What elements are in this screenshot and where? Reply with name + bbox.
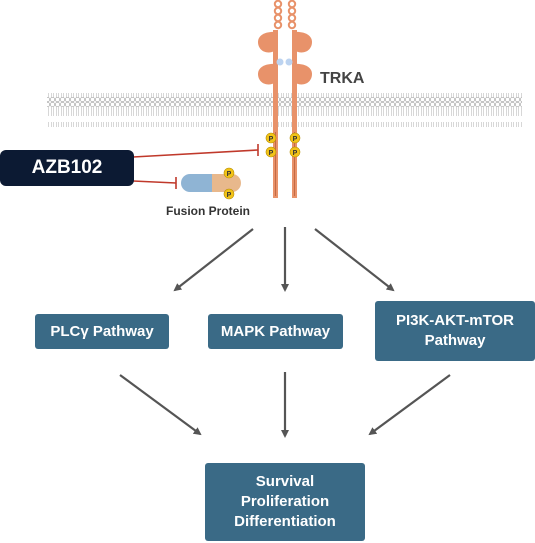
pathway-box-pi3k: PI3K-AKT-mTOR Pathway xyxy=(375,301,535,361)
inhibition-line-fusion xyxy=(132,177,177,189)
receptor-extracellular-chain xyxy=(273,0,297,30)
arrow-to-pi3k xyxy=(314,228,395,292)
phospho-site: P xyxy=(289,132,301,144)
arrow-pi3k-to-outcome xyxy=(368,374,451,436)
receptor-label: TRKA xyxy=(320,70,365,87)
cell-membrane xyxy=(47,93,522,127)
svg-text:P: P xyxy=(227,171,232,178)
pathway-box-plc: PLCγ Pathway xyxy=(35,314,169,349)
receptor-ig-domains xyxy=(258,30,312,90)
ligand-dot xyxy=(285,58,293,66)
inhibition-line-receptor xyxy=(132,144,259,158)
trka-receptor xyxy=(258,0,312,198)
ligand-dot xyxy=(276,58,284,66)
svg-text:P: P xyxy=(293,150,298,157)
svg-text:P: P xyxy=(227,192,232,199)
fusion-protein-label: Fusion Protein xyxy=(166,204,250,218)
pathway-box-mapk: MAPK Pathway xyxy=(208,314,343,349)
svg-text:P: P xyxy=(269,150,274,157)
phospho-site: P xyxy=(265,132,277,144)
phospho-site: P xyxy=(289,146,301,158)
fusion-protein xyxy=(181,174,241,192)
phospho-site: P xyxy=(265,146,277,158)
svg-text:P: P xyxy=(293,136,298,143)
arrow-plc-to-outcome xyxy=(119,374,202,436)
drug-box-azb102: AZB102 xyxy=(0,150,134,186)
outcome-box: Survival Proliferation Differentiation xyxy=(205,463,365,541)
signal-arrows xyxy=(119,227,451,438)
phospho-site: P xyxy=(223,167,235,179)
phospho-site: P xyxy=(223,188,235,200)
svg-text:P: P xyxy=(269,136,274,143)
arrow-to-plc xyxy=(173,228,254,292)
